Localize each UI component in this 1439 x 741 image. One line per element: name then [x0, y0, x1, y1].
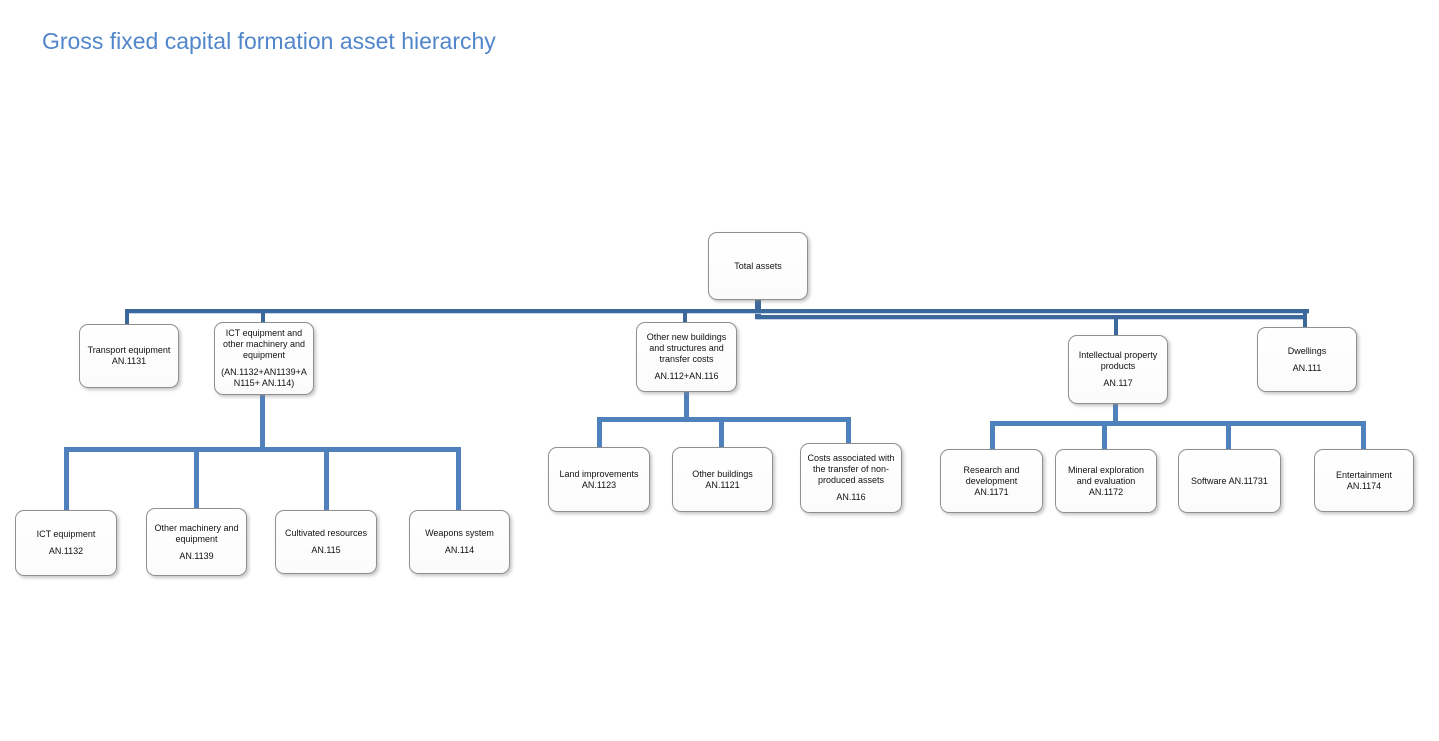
node-research-development: Research and development AN.1171: [940, 449, 1043, 513]
node-other-new-buildings-title: Other new buildings and structures and t…: [646, 332, 727, 364]
node-land-improvements: Land improvements AN.1123: [548, 447, 650, 512]
connector-drop-dwellings: [1303, 311, 1307, 327]
connector-drop-ict-group: [261, 311, 265, 322]
connector-drop-research: [990, 423, 995, 449]
connector-drop-software: [1226, 423, 1231, 449]
node-transport-equipment-code: AN.1131: [111, 356, 147, 366]
connector-drop-other-new-buildings: [683, 311, 687, 322]
connector-ict-bus: [64, 447, 461, 452]
node-weapons-system: Weapons system AN.114: [409, 510, 510, 574]
connector-drop-mineral: [1102, 423, 1107, 449]
node-ict-and-machinery-code: (AN.1132+AN1139+AN115+ AN.114): [221, 367, 307, 388]
node-entertainment-code: AN.1174: [1346, 480, 1382, 491]
node-dwellings: Dwellings AN.111: [1257, 327, 1357, 392]
connector-buildings-bus: [597, 417, 851, 422]
node-transfer-costs-title: Costs associated with the transfer of no…: [807, 453, 895, 485]
connector-ipp-stem: [1113, 404, 1118, 426]
node-other-buildings-code: AN.1121: [705, 479, 740, 490]
connector-drop-ict-equipment: [64, 449, 69, 510]
node-other-new-buildings-code: AN.112+AN.116: [654, 371, 719, 381]
node-other-machinery-title: Other machinery and equipment: [154, 522, 239, 544]
connector-drop-transfer-costs: [846, 419, 851, 443]
node-transfer-costs: Costs associated with the transfer of no…: [800, 443, 902, 513]
connector-main-bus-upper: [125, 309, 1309, 313]
connector-ict-stem: [260, 395, 265, 452]
connector-ipp-bus: [990, 421, 1366, 426]
node-cultivated-resources-code: AN.115: [311, 545, 341, 555]
node-research-development-code: AN.1171: [974, 486, 1009, 497]
node-mineral-exploration-title: Mineral exploration and evaluation: [1067, 464, 1145, 486]
node-transport-equipment: Transport equipment AN.1131: [79, 324, 179, 388]
node-land-improvements-title: Land improvements: [559, 468, 639, 479]
node-transport-equipment-title: Transport equipment: [87, 345, 171, 355]
node-other-machinery: Other machinery and equipment AN.1139: [146, 508, 247, 576]
node-weapons-system-code: AN.114: [444, 545, 475, 555]
node-ict-and-machinery: ICT equipment and other machinery and eq…: [214, 322, 314, 395]
connector-drop-land-improvements: [597, 419, 602, 447]
node-intellectual-property-code: AN.117: [1103, 378, 1133, 388]
node-cultivated-resources-title: Cultivated resources: [284, 528, 368, 538]
connector-drop-intellectual-property: [1114, 317, 1118, 335]
connector-drop-cultivated: [324, 449, 329, 510]
node-ict-equipment: ICT equipment AN.1132: [15, 510, 117, 576]
node-other-buildings-title: Other buildings: [692, 468, 753, 479]
node-dwellings-title: Dwellings: [1287, 345, 1327, 356]
node-research-development-title: Research and development: [963, 464, 1020, 486]
node-intellectual-property: Intellectual property products AN.117: [1068, 335, 1168, 404]
node-ict-and-machinery-title: ICT equipment and other machinery and eq…: [222, 328, 306, 360]
node-entertainment-title: Entertainment: [1335, 469, 1393, 480]
node-total-assets-title: Total assets: [734, 260, 782, 271]
connector-drop-other-machinery: [194, 449, 199, 508]
node-other-buildings: Other buildings AN.1121: [672, 447, 773, 512]
connector-buildings-stem: [684, 392, 689, 422]
node-ict-equipment-code: AN.1132: [48, 546, 84, 556]
connector-drop-entertainment: [1361, 423, 1366, 449]
node-dwellings-code: AN.111: [1292, 362, 1322, 373]
node-software: Software AN.11731: [1178, 449, 1281, 513]
node-other-new-buildings: Other new buildings and structures and t…: [636, 322, 737, 392]
page-title: Gross fixed capital formation asset hier…: [42, 28, 496, 54]
node-other-machinery-code: AN.1139: [179, 550, 214, 561]
node-software-title: Software AN.11731: [1191, 475, 1268, 486]
node-land-improvements-code: AN.1123: [581, 479, 617, 490]
node-weapons-system-title: Weapons system: [425, 528, 494, 538]
node-intellectual-property-title: Intellectual property products: [1078, 350, 1158, 371]
connector-main-bus-lower: [758, 315, 1307, 319]
node-mineral-exploration: Mineral exploration and evaluation AN.11…: [1055, 449, 1157, 513]
node-entertainment: Entertainment AN.1174: [1314, 449, 1414, 512]
connector-drop-weapons: [456, 449, 461, 510]
connector-drop-transport: [125, 311, 129, 324]
node-total-assets: Total assets: [708, 232, 808, 300]
connector-total-stem: [755, 298, 761, 319]
node-ict-equipment-title: ICT equipment: [36, 529, 96, 539]
node-transfer-costs-code: AN.116: [836, 492, 866, 502]
node-mineral-exploration-code: AN.1172: [1088, 486, 1124, 497]
node-cultivated-resources: Cultivated resources AN.115: [275, 510, 377, 574]
connector-drop-other-buildings: [719, 419, 724, 447]
